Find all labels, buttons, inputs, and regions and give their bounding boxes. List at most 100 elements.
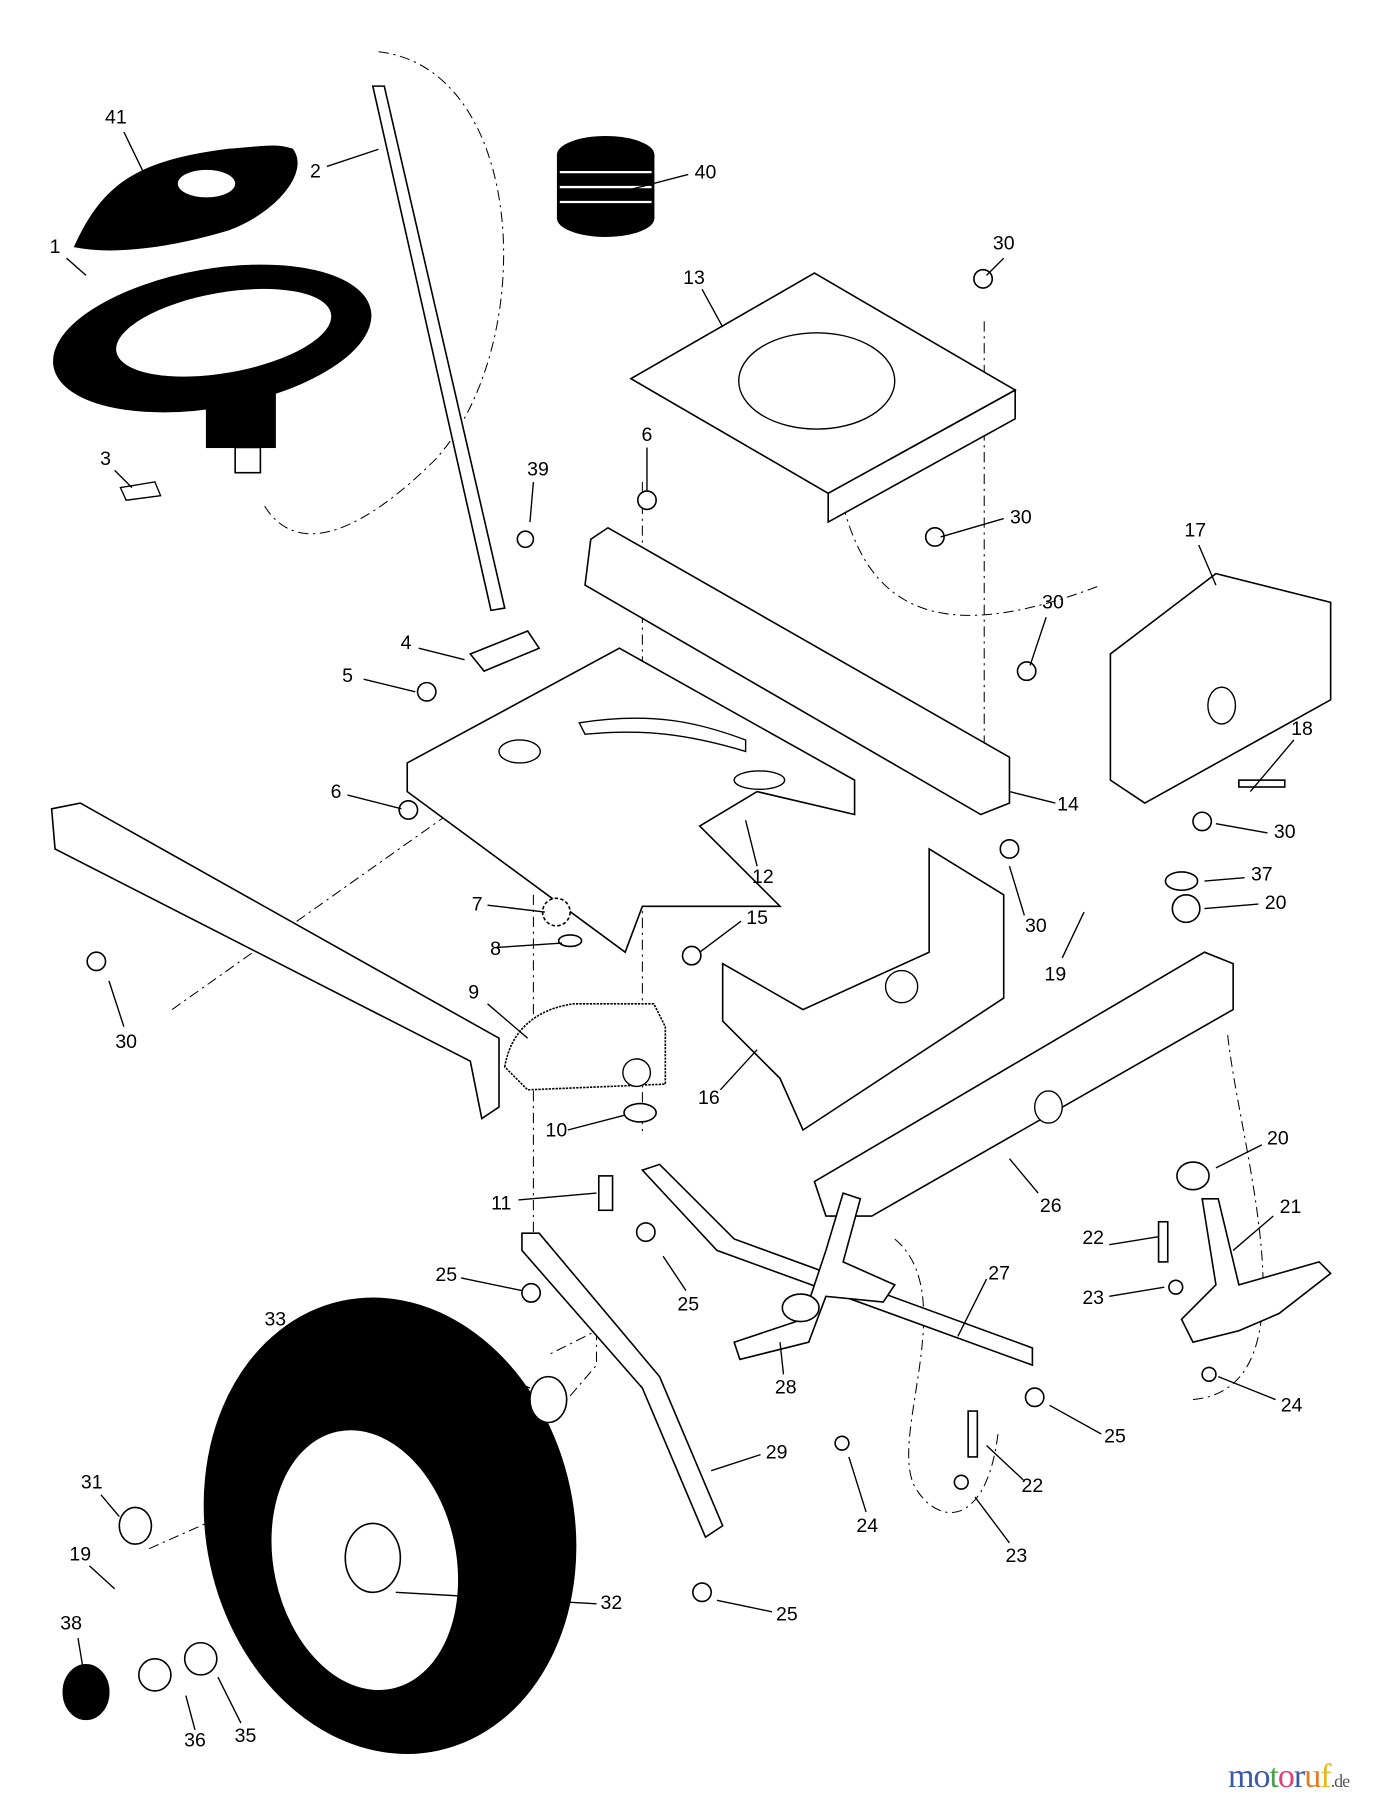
callout: 30 xyxy=(1042,592,1064,614)
spindle xyxy=(1180,1198,1332,1344)
wheel-hub xyxy=(344,1522,402,1594)
assembly-line xyxy=(842,504,1102,616)
callout: 41 xyxy=(105,106,127,128)
callout: 22 xyxy=(1022,1475,1044,1497)
nut xyxy=(623,1102,657,1123)
watermark-letter: m xyxy=(1228,1758,1254,1795)
steering-shaft xyxy=(371,85,506,612)
callout: 19 xyxy=(1044,963,1066,985)
callout: 24 xyxy=(856,1515,878,1537)
callout: 22 xyxy=(1082,1227,1104,1249)
callout: 30 xyxy=(993,233,1015,255)
callout: 16 xyxy=(698,1087,720,1109)
assembly-line xyxy=(1192,1032,1264,1401)
wheel-bushing xyxy=(118,1506,153,1545)
watermark-letter: f xyxy=(1320,1758,1331,1795)
mounting-plate-edge xyxy=(827,388,1016,524)
callout: 20 xyxy=(1267,1127,1289,1149)
callout: 5 xyxy=(342,665,353,687)
callout: 37 xyxy=(1251,863,1273,885)
watermark-letter: o xyxy=(1253,1758,1270,1795)
watermark-suffix: .de xyxy=(1330,1771,1350,1791)
callout: 40 xyxy=(695,161,717,183)
callout: 6 xyxy=(331,781,342,803)
callout: 20 xyxy=(1265,892,1287,914)
callout: 17 xyxy=(1184,519,1206,541)
callout: 15 xyxy=(746,907,768,929)
callout: 2 xyxy=(310,160,321,182)
frame-rail-right xyxy=(584,526,1011,816)
callout: 13 xyxy=(683,267,705,289)
callout: 25 xyxy=(776,1603,798,1625)
callout: 4 xyxy=(401,632,412,654)
bolt xyxy=(597,1175,614,1212)
callout: 32 xyxy=(601,1592,623,1614)
callout: 9 xyxy=(468,982,479,1004)
bushing xyxy=(1176,1161,1210,1191)
watermark-letter: r xyxy=(1293,1758,1305,1795)
plate-slot xyxy=(733,770,786,790)
callout: 3 xyxy=(100,448,111,470)
callout: 31 xyxy=(456,1354,478,1376)
watermark-letter: t xyxy=(1269,1758,1279,1795)
fasteners xyxy=(86,268,1286,1603)
callout: 28 xyxy=(775,1376,797,1398)
bushing xyxy=(1164,871,1199,892)
callout: 24 xyxy=(1281,1395,1303,1417)
callout: 23 xyxy=(1082,1287,1104,1309)
washer xyxy=(137,1658,172,1692)
callout: 31 xyxy=(81,1471,103,1493)
callout: 7 xyxy=(472,893,483,915)
callout: 35 xyxy=(235,1725,257,1747)
callout: 27 xyxy=(988,1263,1010,1285)
callout: 30 xyxy=(1025,915,1047,937)
steering-wheel-hub xyxy=(205,378,276,449)
callout-labels: 41 2 40 1 30 13 3 39 6 30 17 30 4 5 18 6… xyxy=(50,106,1313,1751)
front-axle xyxy=(813,951,1234,1217)
callout: 36 xyxy=(184,1730,206,1752)
pinion-gear xyxy=(541,897,571,927)
mounting-plate-opening xyxy=(738,332,896,430)
callout: 21 xyxy=(1280,1196,1302,1218)
steering-wheel-opening xyxy=(116,288,332,377)
steering-support-plate xyxy=(406,647,856,954)
callout: 10 xyxy=(545,1119,567,1141)
callout: 25 xyxy=(1104,1426,1126,1448)
callout: 26 xyxy=(1040,1195,1062,1217)
assembly-line xyxy=(263,51,505,535)
callout: 38 xyxy=(60,1613,82,1635)
washer xyxy=(557,934,583,948)
callout: 6 xyxy=(642,424,653,446)
bushing xyxy=(1171,894,1201,924)
bellows-boot xyxy=(556,136,655,237)
watermark-letter: o xyxy=(1277,1758,1295,1795)
callout: 30 xyxy=(115,1031,137,1053)
callout: 39 xyxy=(527,459,549,481)
cover-highlight xyxy=(177,169,236,198)
callout: 11 xyxy=(491,1193,511,1215)
callout: 30 xyxy=(1010,507,1032,529)
watermark-letter: u xyxy=(1304,1758,1321,1795)
plate-slot xyxy=(578,717,747,753)
callout: 14 xyxy=(1057,794,1079,816)
callout: 18 xyxy=(1291,718,1313,740)
callout: 29 xyxy=(766,1442,788,1464)
axle-bracket xyxy=(721,847,1005,1132)
leader-lines xyxy=(66,131,1295,1731)
watermark-logo: motoruf.de xyxy=(1228,1758,1350,1796)
callout: 12 xyxy=(752,866,774,888)
steering-wheel-shaft-end xyxy=(234,446,262,474)
callout: 33 xyxy=(264,1309,286,1331)
callout: 1 xyxy=(50,236,61,258)
plate-hole xyxy=(498,739,541,764)
steering-wheel-cover xyxy=(73,145,298,251)
tie-rod xyxy=(640,1163,1034,1367)
callout: 19 xyxy=(69,1544,91,1566)
clip xyxy=(119,481,162,501)
hub-cap xyxy=(62,1663,110,1721)
wheel-bushing xyxy=(529,1375,568,1424)
callout: 23 xyxy=(1005,1545,1027,1567)
washer xyxy=(183,1641,218,1676)
